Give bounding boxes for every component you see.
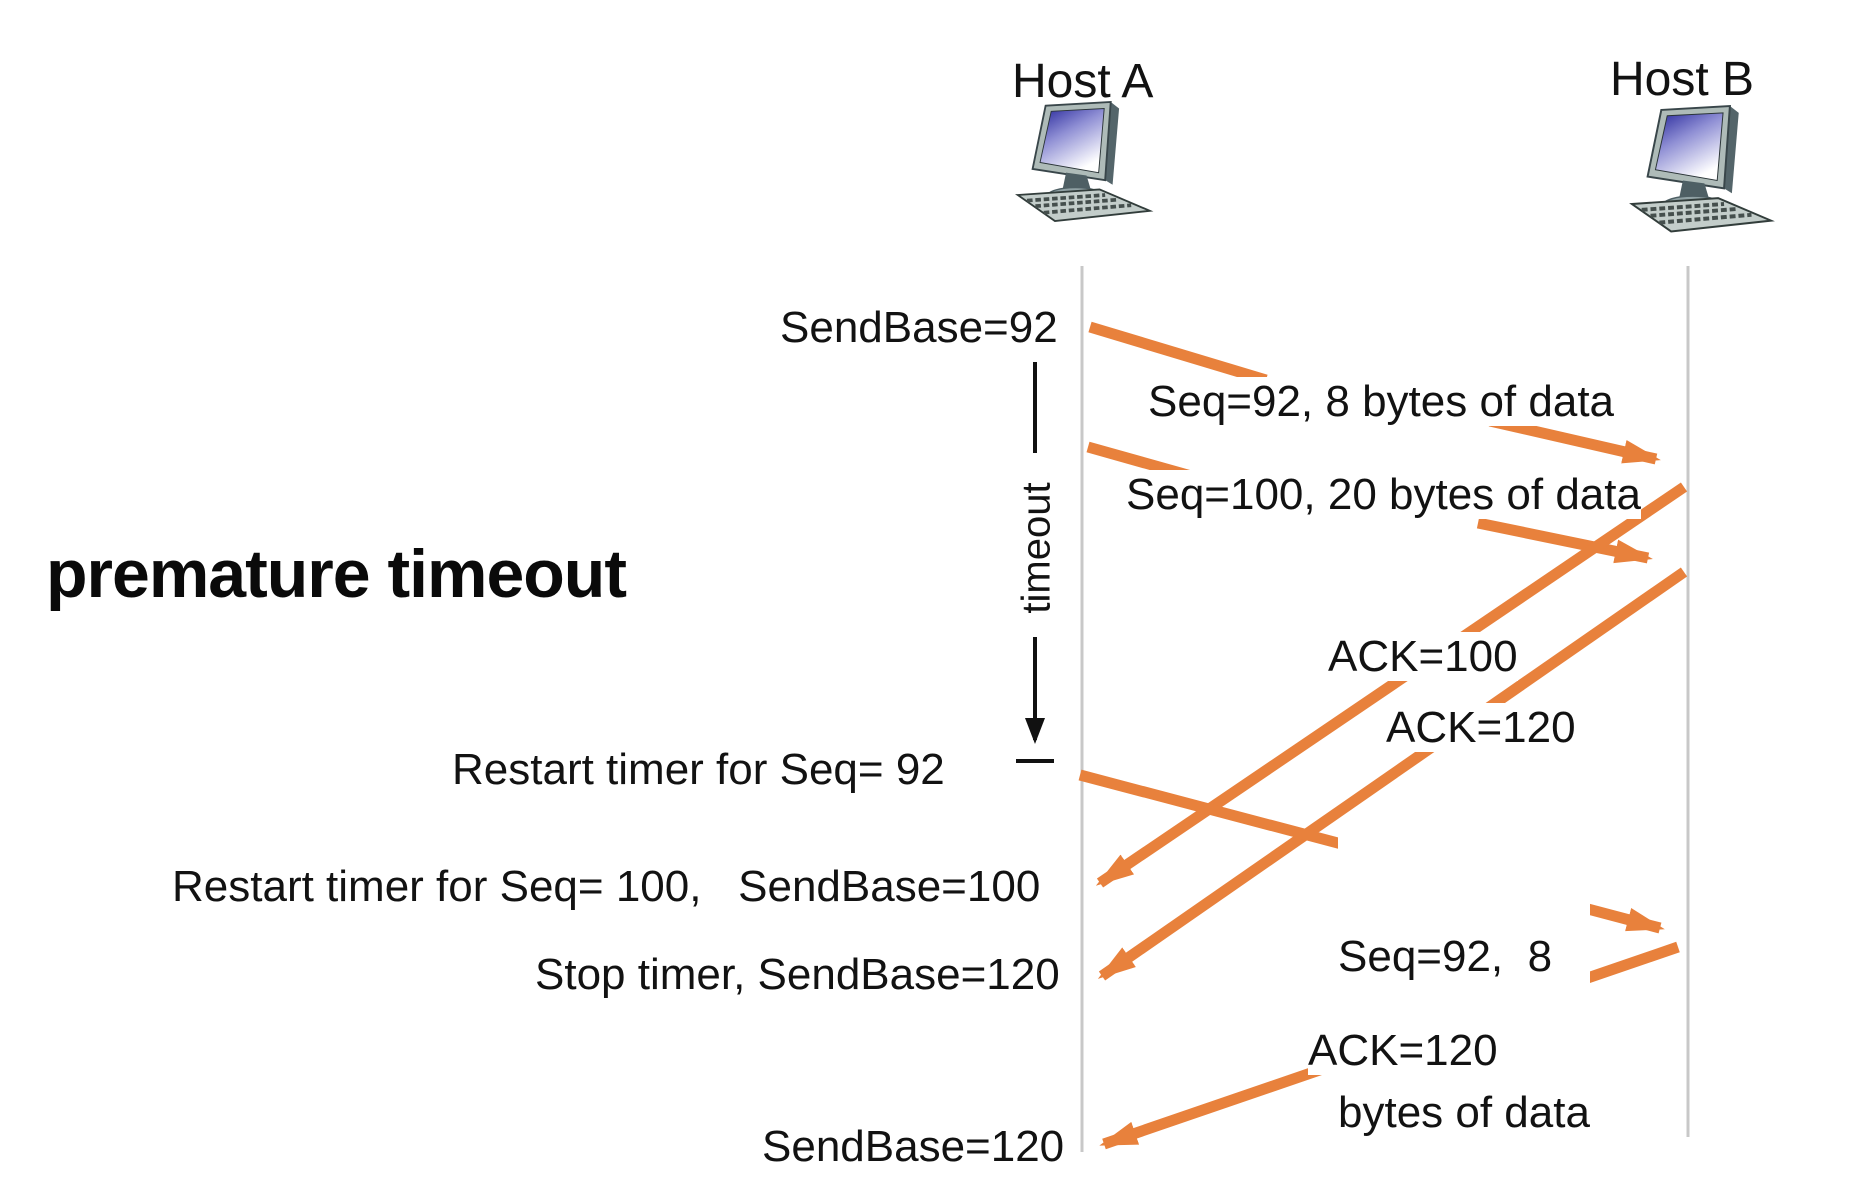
timeout-label: timeout (1014, 482, 1059, 614)
retransmit-seq92-line1: Seq=92, 8 (1338, 932, 1553, 981)
ack-120-first-label: ACK=120 (1386, 703, 1576, 753)
host-b-label: Host B (1610, 53, 1755, 106)
sendbase-92-label: SendBase=92 (780, 303, 1058, 352)
ack100-arrow (1095, 482, 1688, 888)
host-a-label: Host A (1012, 55, 1154, 108)
host-b-computer-icon (1629, 104, 1774, 234)
ack-100-label: ACK=100 (1328, 632, 1518, 682)
seq-100-label: Seq=100, 20 bytes of data (1126, 470, 1641, 520)
host-a-computer-icon (1015, 100, 1152, 223)
restart-timer-100-label: Restart timer for Seq= 100, SendBase=100 (172, 862, 1041, 911)
timeout-interval-arrow (1016, 362, 1054, 763)
restart-timer-92-label: Restart timer for Seq= 92 (452, 745, 945, 794)
ack120-arrow (1097, 567, 1688, 981)
retransmit-seq92-line2: bytes of data (1338, 1088, 1590, 1137)
seq-92-label: Seq=92, 8 bytes of data (1148, 377, 1615, 427)
sendbase-120-label: SendBase=120 (762, 1122, 1065, 1171)
retransmit-seq92-label: Seq=92, 8 bytes of data (1338, 827, 1590, 1186)
page-title: premature timeout (46, 536, 627, 612)
ack-120-second-label: ACK=120 (1308, 1026, 1498, 1076)
stop-timer-label: Stop timer, SendBase=120 (535, 950, 1060, 999)
seq92-arrow (1088, 321, 1661, 465)
